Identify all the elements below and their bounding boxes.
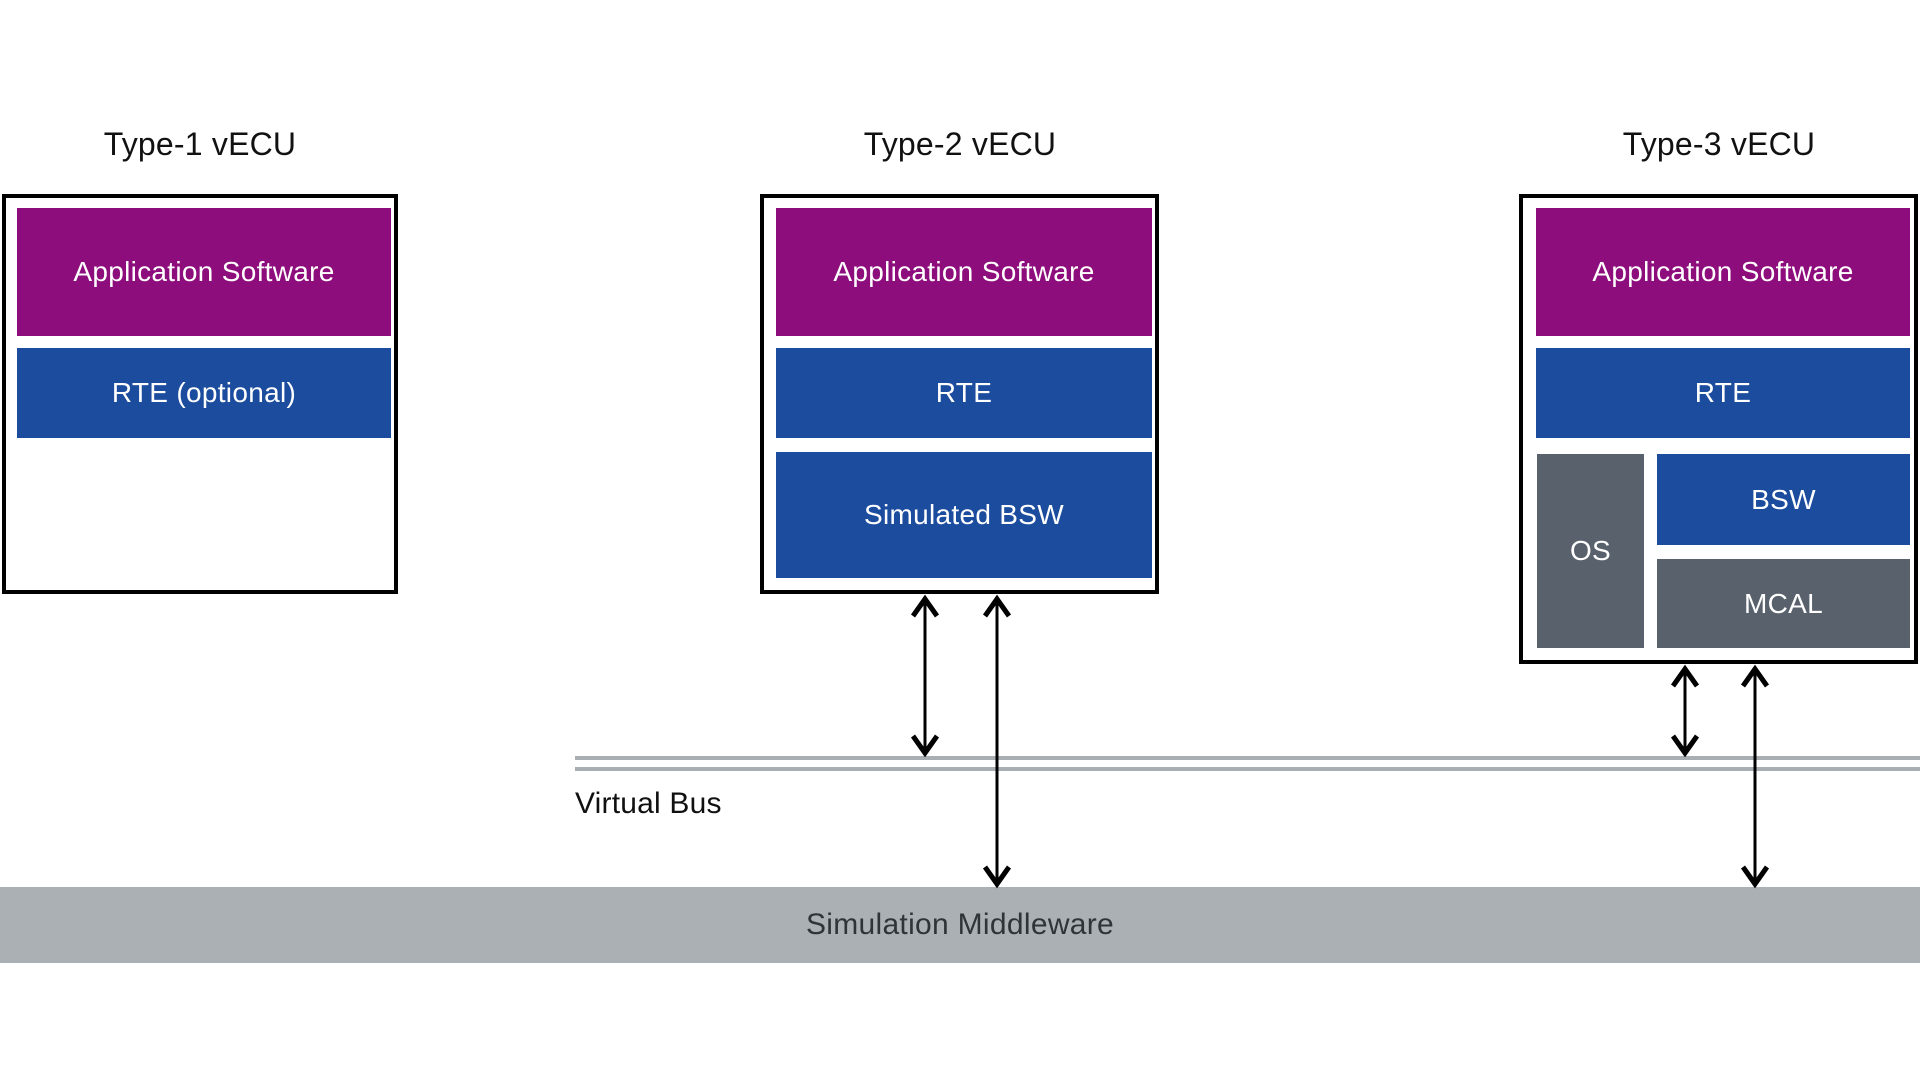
simulation-middleware-bar: Simulation Middleware bbox=[0, 887, 1920, 963]
type1-rte-optional-block: RTE (optional) bbox=[17, 348, 391, 438]
type3-to-bus-arrow bbox=[1670, 664, 1700, 758]
type3-to-middleware-arrow bbox=[1740, 664, 1770, 889]
type2-rte-block: RTE bbox=[776, 348, 1152, 438]
type3-vecu-title: Type-3 vECU bbox=[1622, 126, 1816, 162]
type3-os-block: OS bbox=[1537, 454, 1644, 648]
type3-vecu-box: Application Software RTE OS BSW MCAL bbox=[1519, 194, 1918, 664]
type2-to-bus-arrow bbox=[910, 594, 940, 758]
type2-simulated-bsw-block: Simulated BSW bbox=[776, 452, 1152, 578]
type2-to-middleware-arrow bbox=[982, 594, 1012, 889]
virtual-bus-line-top bbox=[575, 756, 1920, 760]
type2-vecu-box: Application Software RTE Simulated BSW bbox=[760, 194, 1159, 594]
type3-application-software-block: Application Software bbox=[1536, 208, 1910, 336]
type1-vecu-box: Application Software RTE (optional) bbox=[2, 194, 398, 594]
virtual-bus-line-bottom bbox=[575, 767, 1920, 771]
simulation-middleware-label: Simulation Middleware bbox=[805, 908, 1115, 941]
type3-rte-block: RTE bbox=[1536, 348, 1910, 438]
type1-application-software-block: Application Software bbox=[17, 208, 391, 336]
type3-bsw-block: BSW bbox=[1657, 454, 1910, 545]
type2-vecu-title: Type-2 vECU bbox=[863, 126, 1057, 162]
type2-application-software-block: Application Software bbox=[776, 208, 1152, 336]
virtual-bus-label: Virtual Bus bbox=[575, 787, 722, 820]
type1-vecu-title: Type-1 vECU bbox=[103, 126, 297, 162]
type3-mcal-block: MCAL bbox=[1657, 559, 1910, 648]
